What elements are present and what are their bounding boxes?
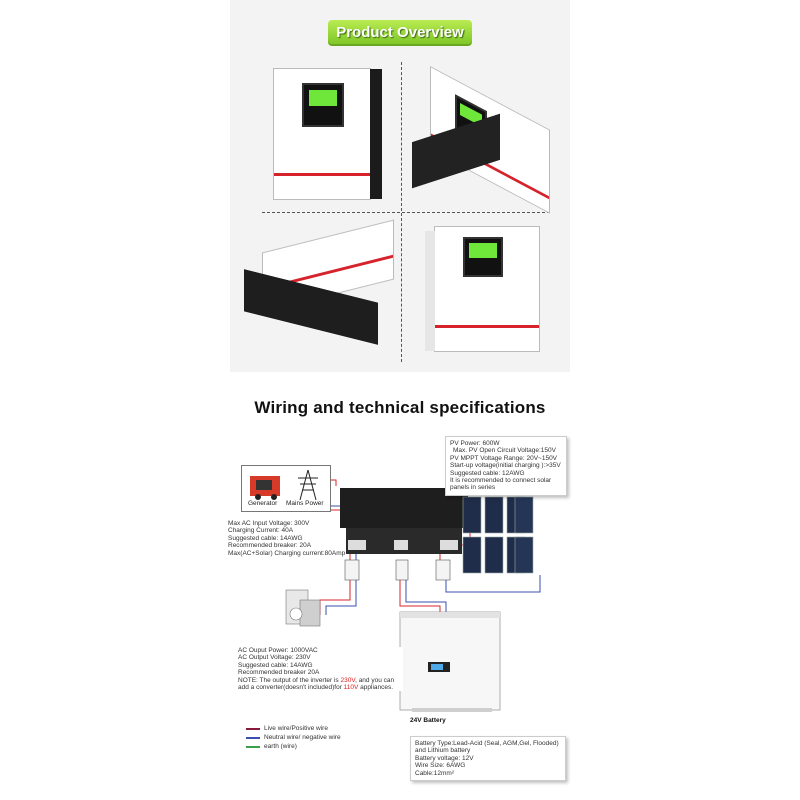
overview-divider-horizontal <box>262 212 550 213</box>
note-voltage-110: 110V <box>343 684 359 692</box>
ac-input-spec-line: Recommended breaker: 20A <box>228 542 312 550</box>
legend-swatch <box>246 736 260 739</box>
pv-spec-line: PV MPPT Voltage Range: 20V~150V <box>450 454 558 462</box>
ac-output-note-2: add a converter(doesn't included)for 110… <box>238 684 403 691</box>
battery-spec-line: Cable:12mm² <box>415 769 455 777</box>
battery-spec-line: and Lithium battery <box>415 747 471 755</box>
mains-power-label: Mains Power <box>286 500 324 507</box>
breaker-ac <box>344 559 360 581</box>
ac-input-spec-line: Max AC Input Voltage: 300V <box>228 520 310 527</box>
battery-label: 24V Battery <box>410 717 446 724</box>
product-overview-title: Product Overview <box>336 24 464 41</box>
legend-item-earth: earth (wire) <box>246 742 341 751</box>
wire-legend: Live wire/Positive wire Neutral wire/ ne… <box>246 724 341 751</box>
wire-battery-neutral <box>405 580 447 614</box>
battery-front-edge <box>400 612 500 618</box>
product-overview-banner: Product Overview <box>328 20 472 46</box>
note-middle: , and you can <box>355 676 395 684</box>
legend-label: earth (wire) <box>264 743 297 750</box>
battery-spec-line: Battery voltage: 12V <box>415 754 474 762</box>
solar-panel-array <box>462 496 534 574</box>
pv-spec-line: Max. PV Open Circuit Voltage:150V <box>453 447 556 455</box>
breaker-pv <box>435 559 451 581</box>
battery-base <box>412 708 492 712</box>
inverter-side-panel <box>370 69 382 199</box>
battery-specs-box: Battery Type:Lead-Acid (Seal, AGM,Gel, F… <box>410 736 566 782</box>
wiring-title: Wiring and technical specifications <box>254 398 546 417</box>
red-stripe <box>435 325 539 328</box>
legend-label: Neutral wire/ negative wire <box>264 734 341 741</box>
ac-input-spec-line: Suggested cable: 14AWG <box>228 534 303 542</box>
wire-pv-neutral <box>445 575 541 593</box>
power-source-box: Generator Mains Power <box>241 465 331 512</box>
battery-spec-line: Battery Type:Lead-Acid (Seal, AGM,Gel, F… <box>415 740 559 747</box>
legend-swatch <box>246 727 260 730</box>
pv-spec-line: It is recommended to connect solar <box>450 477 552 485</box>
ac-output-spec-line: AC Output Voltage: 230V <box>238 654 311 662</box>
battery-display-screen <box>431 664 443 670</box>
ac-output-specs: AC Ouput Power: 1000VAC AC Output Voltag… <box>238 647 403 692</box>
red-stripe <box>274 173 370 176</box>
note-line2-suffix: appliances. <box>358 684 394 692</box>
legend-swatch <box>246 745 260 748</box>
home-appliances <box>285 589 321 627</box>
breaker-battery <box>395 559 409 581</box>
terminal-ac <box>348 540 366 550</box>
ac-input-specs: Max AC Input Voltage: 300V Charging Curr… <box>228 520 346 558</box>
inverter-side-panel <box>425 231 435 351</box>
battery-spec-line: Wire Size: 6AWG <box>415 762 466 770</box>
pv-spec-line: Suggested cable: 12AWG <box>450 469 525 477</box>
pv-specs-box: PV Power: 600W Max. PV Open Circuit Volt… <box>445 436 567 496</box>
pv-spec-line: Start-up voltage(initial charging ):>35V <box>450 462 561 470</box>
terminal-pv <box>440 540 458 550</box>
wire-battery-live <box>399 580 441 614</box>
generator-icon <box>250 476 280 500</box>
power-tower-icon <box>298 469 318 501</box>
lcd-display <box>463 237 503 277</box>
battery-unit <box>399 611 501 711</box>
ac-output-spec-line: Recommended breaker 20A <box>238 669 320 677</box>
pv-spec-line: panels in series <box>450 484 496 492</box>
ac-output-spec-line: Suggested cable: 14AWG <box>238 661 313 669</box>
ac-output-spec-line: AC Ouput Power: 1000VAC <box>238 647 318 654</box>
note-line2-prefix: add a converter(doesn't included)for <box>238 684 344 692</box>
inverter-front-view-2 <box>425 226 540 352</box>
legend-item-live: Live wire/Positive wire <box>246 724 341 733</box>
pv-spec-line: PV Power: 600W <box>450 440 500 447</box>
generator-label: Generator <box>248 500 278 507</box>
ac-input-spec-line: Max(AC+Solar) Charging current:80Amp <box>228 549 346 557</box>
legend-item-neutral: Neutral wire/ negative wire <box>246 733 341 742</box>
lcd-display <box>302 83 344 127</box>
legend-label: Live wire/Positive wire <box>264 725 328 732</box>
note-voltage-230: 230V <box>340 676 356 684</box>
ac-output-note: NOTE: The output of the inverter is 230V… <box>238 677 403 684</box>
note-prefix: NOTE: The output of the inverter is <box>238 676 341 684</box>
wire-ac-output <box>319 580 351 615</box>
terminal-battery <box>394 540 408 550</box>
ac-input-spec-line: Charging Current: 40A <box>228 527 294 535</box>
inverter-front-view <box>273 68 382 200</box>
wire-ac-output-neutral <box>325 580 357 615</box>
